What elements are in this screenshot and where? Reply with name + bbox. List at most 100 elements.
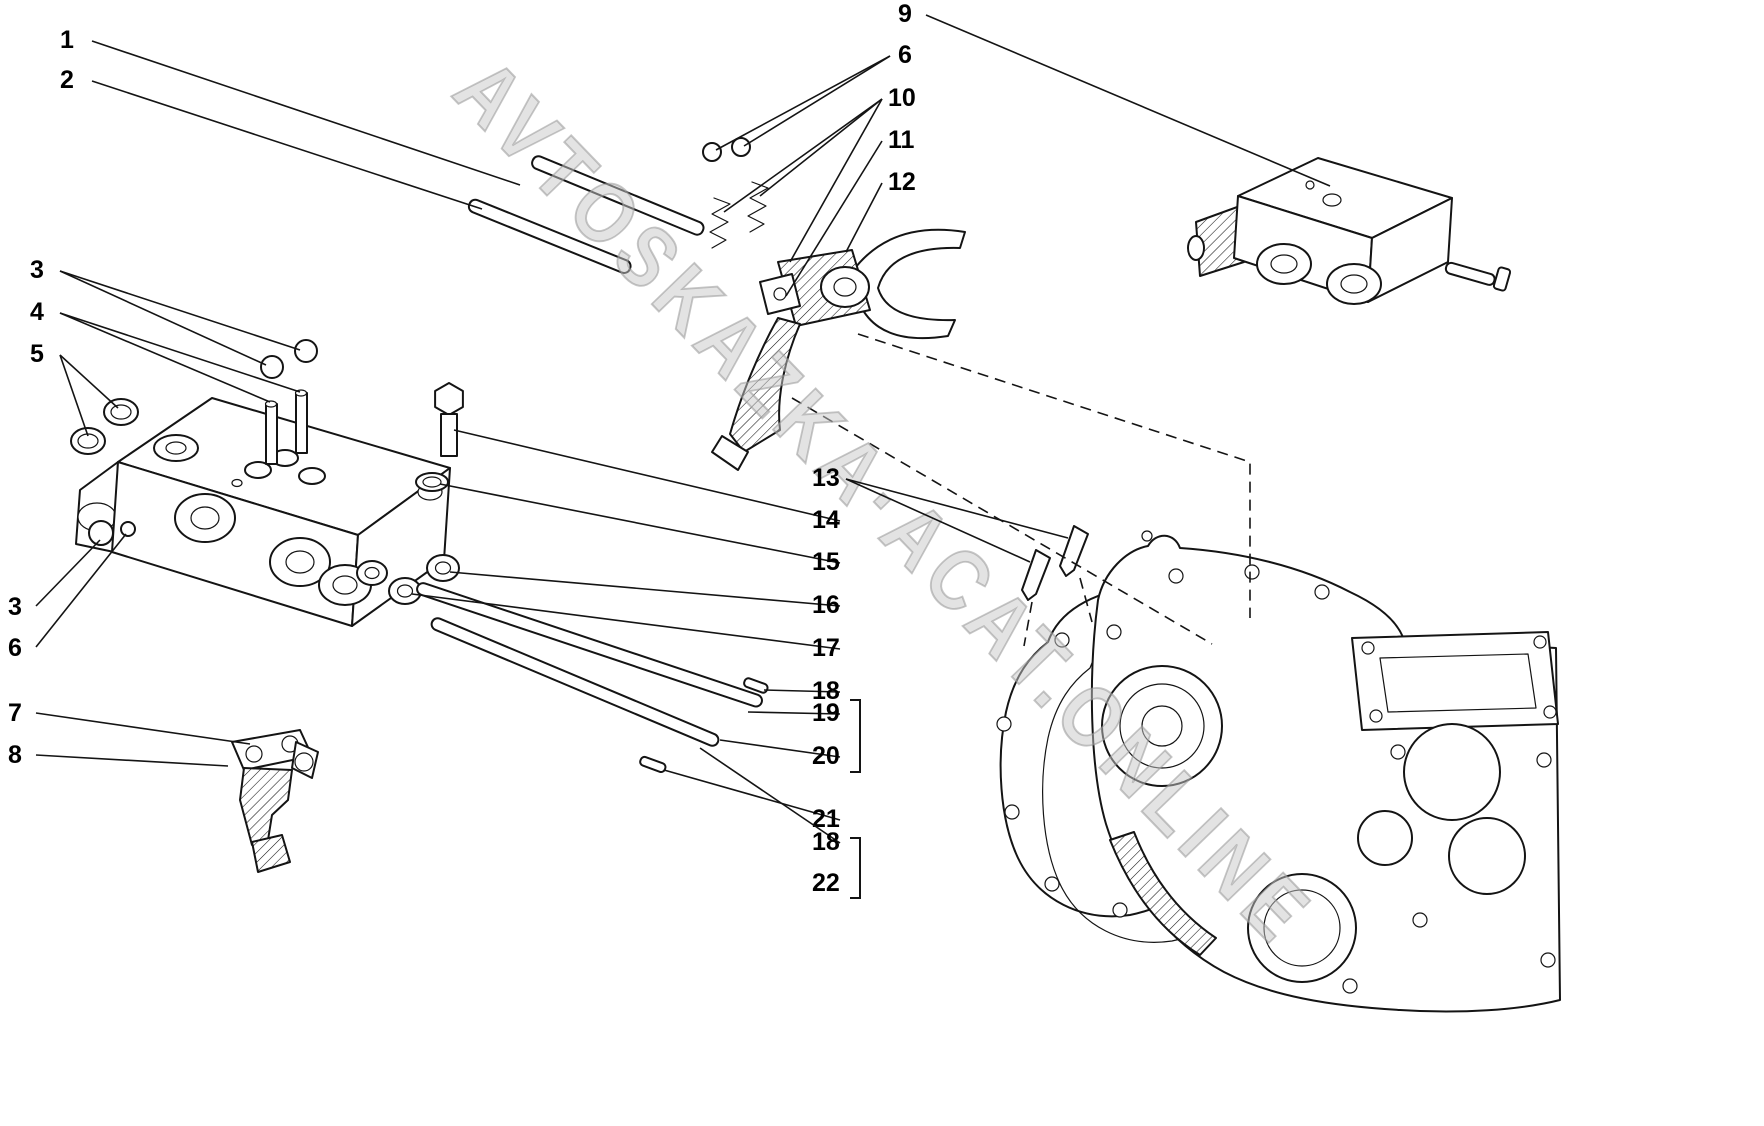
callout-label: 2	[60, 66, 74, 94]
housing-bolt-hole	[1412, 912, 1428, 928]
flange-bolt-hole	[1361, 641, 1375, 655]
housing-bolt-hole	[1342, 978, 1358, 994]
dashed-alignment-line	[1079, 577, 1093, 623]
callout-label: 4	[30, 298, 44, 326]
leader-line	[59, 354, 119, 409]
leader-line	[719, 739, 841, 758]
lock-washer-inner	[422, 476, 442, 488]
callout-7: 7	[8, 699, 251, 745]
valve-port-hole	[1340, 274, 1368, 294]
callout-20: 20	[719, 739, 841, 770]
top-boss-hole	[165, 441, 187, 455]
flat-washer-inner	[434, 561, 452, 575]
callout-4: 4	[30, 298, 301, 403]
callout-2: 2	[60, 66, 483, 210]
callout-19: 19	[747, 699, 841, 727]
valve-port-hole	[1270, 254, 1298, 274]
flange-bolt-hole	[1543, 705, 1557, 719]
housing-hatch-band	[1109, 831, 1217, 956]
bracket-side-hole	[294, 752, 314, 772]
flat-washer-inner	[364, 566, 380, 580]
callout-label: 21	[812, 805, 840, 833]
o-ring-inner	[110, 404, 132, 420]
callout-label: 18	[812, 677, 840, 705]
bracket-hole	[245, 745, 263, 763]
callout-label: 15	[812, 548, 840, 576]
leader-line	[35, 539, 101, 607]
fork-foot-pad	[711, 435, 749, 471]
callout-label: 9	[898, 0, 912, 28]
callout-8: 8	[8, 741, 229, 769]
housing-bolt-hole	[1106, 624, 1122, 640]
leader-line	[763, 689, 841, 693]
detent-plunger	[1021, 549, 1051, 601]
leader-line	[785, 140, 883, 297]
leader-line	[411, 593, 841, 650]
callout-label: 1	[60, 26, 74, 54]
end-plug	[88, 520, 114, 546]
selector-rod-lower	[467, 198, 632, 274]
valve-spool-stem	[1444, 261, 1496, 286]
callout-15: 15	[439, 483, 841, 576]
leader-line	[845, 478, 1031, 563]
part-shift-fork	[711, 228, 966, 471]
callout-18: 18	[699, 747, 841, 856]
leader-line	[59, 270, 267, 366]
o-ring-inner	[77, 433, 99, 449]
housing-opening	[1403, 723, 1501, 821]
leader-line	[723, 98, 883, 213]
callout-6: 6	[715, 41, 912, 151]
spring-coil	[747, 181, 769, 233]
leader-line	[747, 711, 841, 715]
valve-left-port	[1187, 235, 1205, 261]
housing-opening	[1448, 817, 1526, 895]
guide-block-hole	[773, 287, 787, 301]
callout-label: 18	[812, 828, 840, 856]
bolt-hex-head	[434, 382, 464, 416]
callout-11: 11	[785, 126, 915, 297]
dome-cap	[702, 142, 722, 162]
callout-label: 6	[898, 41, 912, 69]
housing-opening	[1357, 810, 1413, 866]
stud	[265, 403, 278, 465]
gasket-bolt-hole	[1054, 632, 1070, 648]
callout-label: 13	[812, 464, 840, 492]
leader-line	[91, 40, 521, 186]
callout-9: 9	[898, 0, 1331, 187]
detent-ball	[120, 521, 136, 537]
callout-label: 10	[888, 84, 916, 112]
part-gearbox-housing	[996, 530, 1561, 1013]
leader-line	[59, 354, 89, 437]
leader-line	[453, 429, 841, 522]
callout-21: 21	[663, 769, 841, 833]
housing-bolt-hole	[1540, 952, 1556, 968]
flange-bolt-hole	[1533, 635, 1547, 649]
watermark: AVTOSKAZKA·ACAT.ONLINE	[435, 41, 1333, 966]
stud	[295, 392, 308, 454]
callout-label: 22	[812, 869, 840, 897]
shift-rail	[416, 582, 763, 708]
leader-line	[91, 80, 483, 210]
shift-rail	[430, 617, 720, 747]
top-hole-small	[231, 478, 243, 488]
leader-line	[789, 98, 883, 263]
bracket-foot	[251, 834, 291, 873]
callout-1: 1	[60, 26, 521, 186]
callout-12: 12	[845, 168, 916, 253]
part-detent-springs	[709, 181, 769, 249]
gasket-bolt-hole	[1112, 902, 1128, 918]
gasket-bolt-hole	[996, 716, 1012, 732]
leader-line	[715, 55, 891, 151]
callout-6: 6	[8, 533, 127, 662]
callout-label: 3	[8, 593, 22, 621]
callout-label: 6	[8, 634, 22, 662]
callout-14: 14	[453, 429, 841, 534]
group-bracket	[850, 699, 861, 773]
leader-line	[35, 533, 127, 648]
lock-pin	[639, 755, 667, 774]
bolt-shaft	[440, 413, 458, 457]
callout-3: 3	[30, 256, 301, 366]
callout-label: 16	[812, 591, 840, 619]
